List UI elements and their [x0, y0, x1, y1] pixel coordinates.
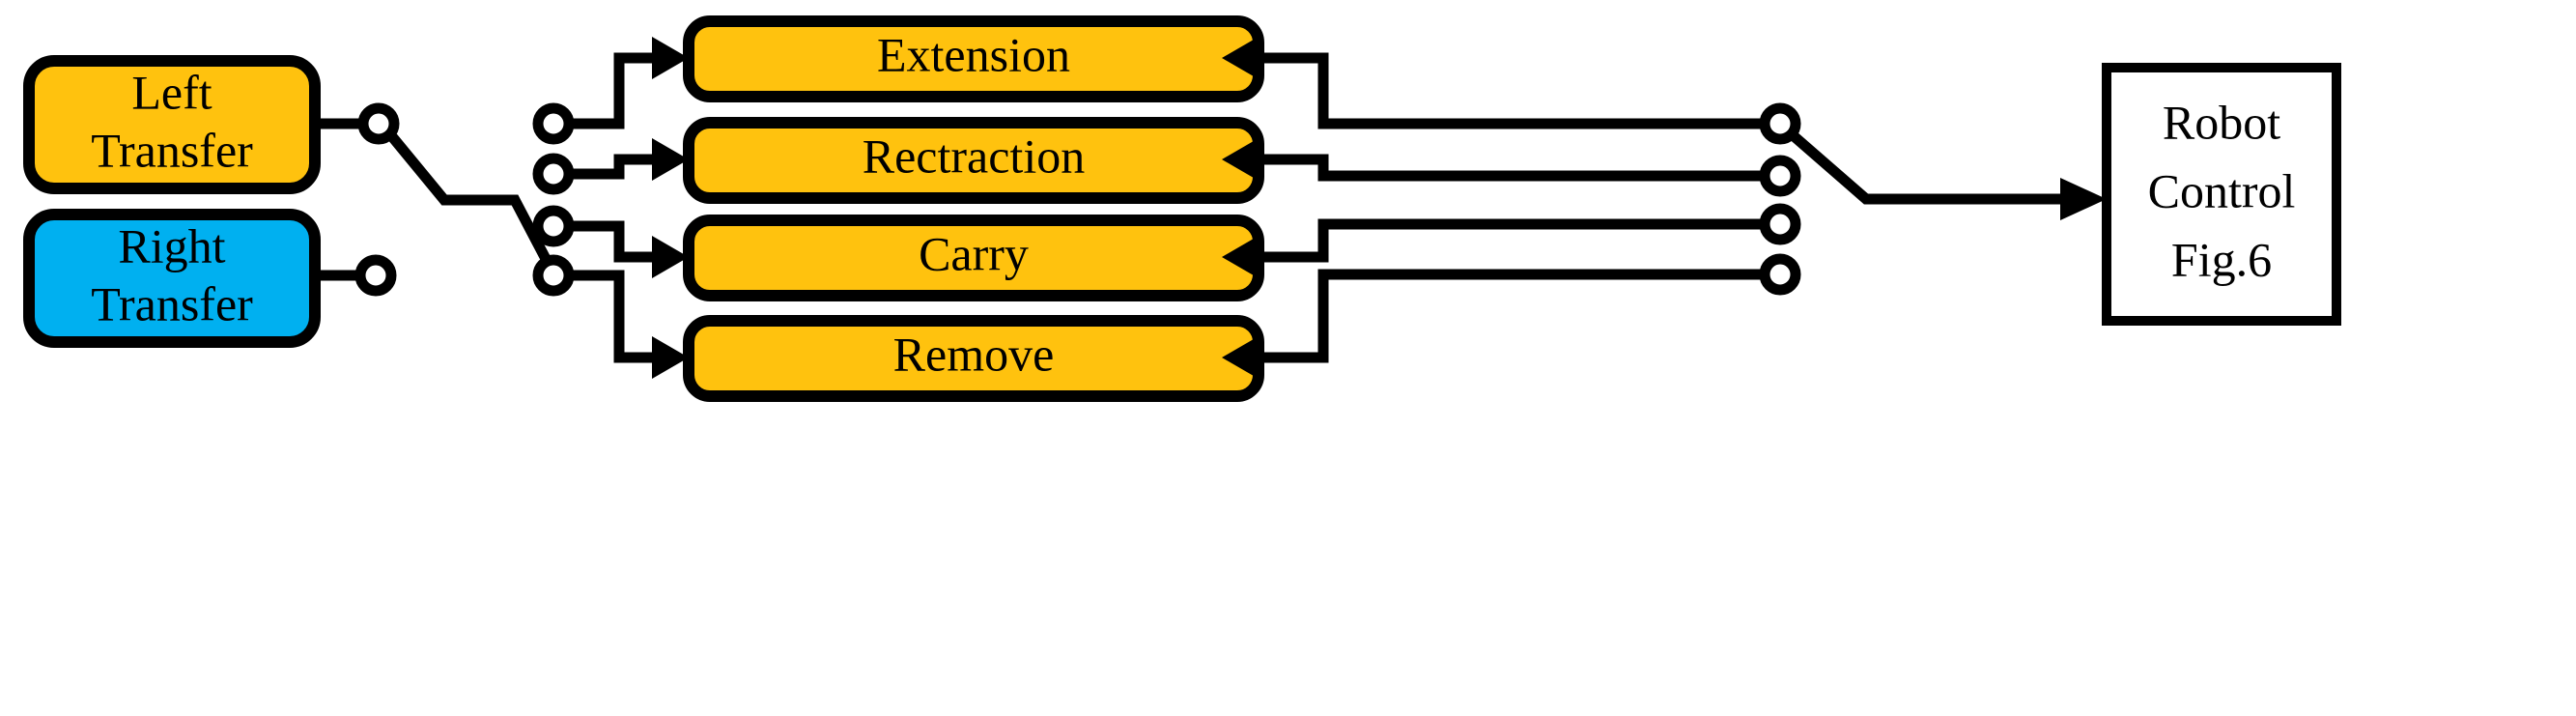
throw-terminal-remove[interactable] [532, 254, 575, 297]
wire-from-rectraction [1259, 154, 1765, 182]
wire-to-remove [569, 270, 652, 363]
throw-terminals-left[interactable] [532, 102, 575, 297]
carry-label: Carry [919, 226, 1029, 280]
left-transfer-label-line2: Transfer [91, 123, 253, 177]
throw-terminal-extension[interactable] [532, 102, 575, 145]
node-extension[interactable]: Extension [683, 15, 1264, 102]
extension-label: Extension [877, 27, 1070, 81]
pole-terminal-right-transfer[interactable] [354, 254, 397, 297]
output-terminal-carry[interactable] [1759, 203, 1801, 245]
arrowhead-rectraction-out [1222, 138, 1259, 181]
node-remove[interactable]: Remove [683, 315, 1264, 402]
node-left-transfer[interactable]: Left Transfer [23, 55, 321, 194]
node-robot-control[interactable]: Robot Control Fig.6 [2102, 63, 2341, 326]
wires-actions-to-output [1222, 37, 1765, 379]
robot-control-label-line1: Robot [2163, 95, 2280, 149]
node-right-transfer[interactable]: Right Transfer [23, 209, 321, 348]
arrowhead-extension-out [1222, 37, 1259, 79]
output-terminal-rectraction[interactable] [1759, 155, 1801, 197]
output-selector-switch[interactable] [1759, 102, 2107, 296]
remove-label: Remove [893, 327, 1055, 381]
wire-to-carry [569, 220, 652, 263]
switch-blade-output[interactable] [1788, 129, 2060, 205]
right-transfer-label-line2: Transfer [91, 276, 253, 330]
wire-from-remove [1259, 269, 1765, 363]
wire-from-carry [1259, 218, 1765, 263]
robot-control-box-shape [2102, 63, 2341, 326]
arrowhead-carry-out [1222, 236, 1259, 278]
output-terminal-extension[interactable] [1759, 102, 1801, 145]
output-terminal-remove[interactable] [1759, 253, 1801, 296]
arrowhead-rectraction-in [652, 138, 689, 181]
node-rectraction[interactable]: Rectraction [683, 117, 1264, 204]
arrowhead-remove-out [1222, 336, 1259, 379]
wire-to-rectraction [569, 154, 652, 180]
node-carry[interactable]: Carry [683, 215, 1264, 301]
arrowhead-robot-control-in [2060, 178, 2107, 220]
rectraction-label: Rectraction [863, 129, 1085, 183]
robot-control-label-line2: Control [2148, 163, 2296, 217]
right-transfer-label-line1: Right [118, 218, 225, 272]
arrowhead-carry-in [652, 236, 689, 278]
arrowhead-remove-in [652, 336, 689, 379]
wires-left-to-actions [569, 37, 689, 379]
robot-control-label-line3: Fig.6 [2171, 232, 2272, 286]
input-selector-switch[interactable] [315, 102, 559, 297]
switch-blade-input[interactable] [385, 130, 559, 278]
throw-terminal-rectraction[interactable] [532, 153, 575, 195]
wire-from-extension [1259, 52, 1765, 129]
throw-terminal-carry[interactable] [532, 205, 575, 247]
left-transfer-label-line1: Left [131, 65, 212, 119]
wire-to-extension [569, 52, 652, 129]
arrowhead-extension-in [652, 37, 689, 79]
pole-terminal-left-transfer[interactable] [357, 102, 400, 145]
